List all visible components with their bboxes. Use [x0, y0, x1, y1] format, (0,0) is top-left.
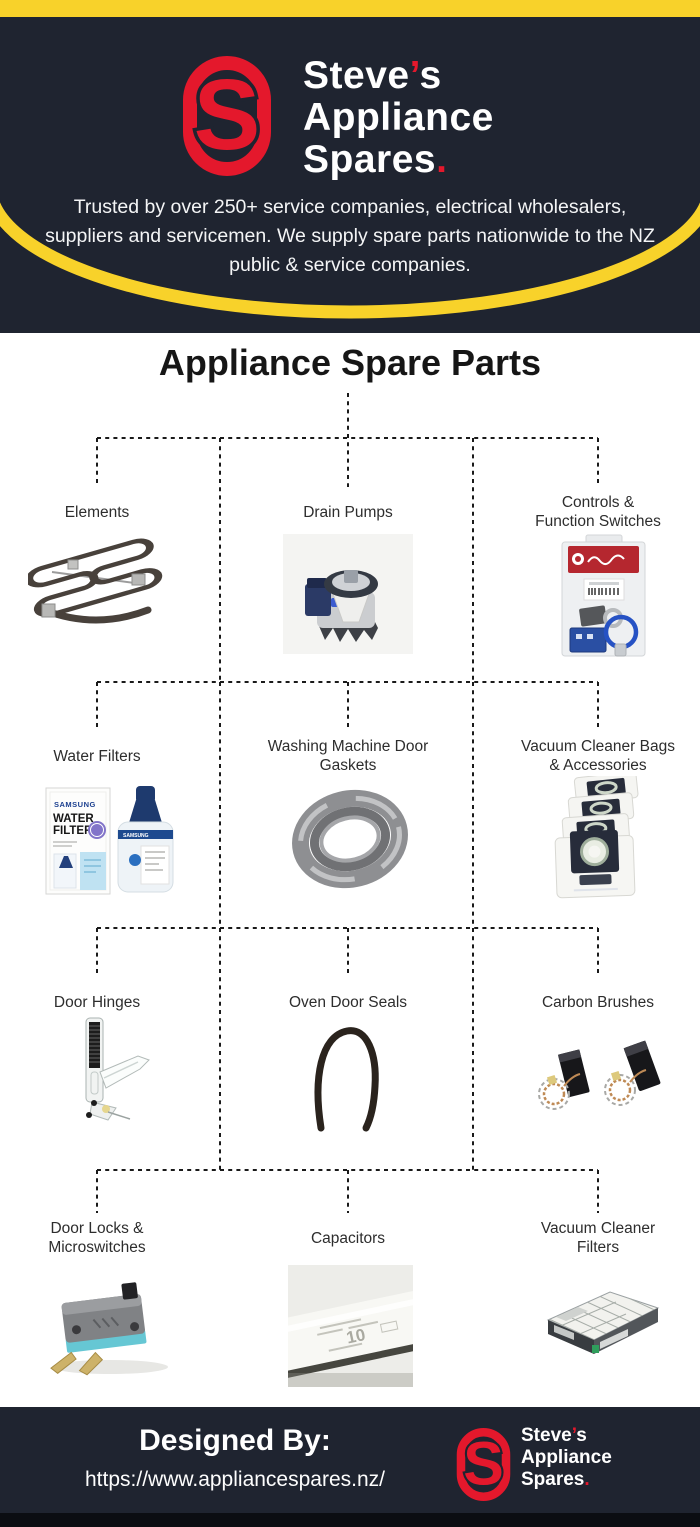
footer-brand-line-3: Spares.	[521, 1469, 590, 1490]
water-filter-icon: SAMSUNG WATER FILTER SAMSUNG	[45, 786, 174, 895]
box-filter-text: FILTER	[53, 825, 93, 837]
header: S Steve’s Appliance Spares. Trusted by o…	[0, 17, 700, 333]
top-yellow-bar	[0, 0, 700, 17]
brand-line-3: Spares.	[303, 138, 448, 181]
footer-logo-letter: S	[463, 1430, 504, 1498]
header-tagline: Trusted by over 250+ service companies, …	[45, 196, 655, 276]
control-switch-pack-icon	[561, 534, 646, 657]
box-brand-text: SAMSUNG	[54, 800, 96, 809]
vacuum-bags-icon	[554, 776, 639, 899]
footer-brand-line-1: Steve’s	[521, 1425, 587, 1446]
drain-pump-icon	[283, 534, 413, 654]
category-label-oven-door-seals: Oven Door Seals	[288, 993, 408, 1011]
capacitor-marking-text: 10	[345, 1325, 367, 1348]
microswitch-icon	[50, 1282, 168, 1376]
category-label-door-gaskets: Washing Machine Door Gaskets	[267, 738, 429, 774]
footer-brand-wordmark: Steve’s Appliance Spares.	[521, 1425, 612, 1491]
footer-brand-line-2: Appliance	[521, 1447, 612, 1468]
door-hinge-icon	[85, 1017, 150, 1121]
footer-steves-logo-icon: S	[456, 1428, 511, 1501]
category-label-capacitors: Capacitors	[310, 1229, 386, 1247]
oven-door-seal-icon	[314, 1027, 379, 1132]
category-label-elements: Elements	[64, 503, 130, 521]
brand-wordmark: Steve’s Appliance Spares.	[303, 55, 494, 181]
logo-letter: S	[194, 59, 261, 171]
category-label-door-hinges: Door Hinges	[53, 993, 141, 1011]
category-label-door-locks: Door Locks & Microswitches	[48, 1220, 146, 1256]
brand-line-2: Appliance	[303, 96, 494, 139]
page-title: Appliance Spare Parts	[158, 342, 542, 383]
cartridge-brand-text: SAMSUNG	[123, 833, 149, 839]
oven-element-icon	[28, 538, 163, 624]
door-gasket-icon	[292, 789, 408, 889]
website-url-link[interactable]: https://www.appliancespares.nz/	[85, 1468, 385, 1491]
vacuum-filter-icon	[546, 1291, 660, 1354]
box-water-text: WATER	[53, 813, 94, 825]
steves-logo-icon: S	[183, 56, 271, 176]
category-label-carbon-brushes: Carbon Brushes	[541, 993, 654, 1011]
carbon-brushes-icon	[538, 1040, 661, 1110]
category-label-vacuum-filters: Vacuum Cleaner Filters	[540, 1220, 656, 1256]
category-label-vacuum-bags: Vacuum Cleaner Bags & Accessories	[521, 738, 675, 774]
capacitor-icon: 10	[288, 1265, 413, 1387]
designed-by-label: Designed By:	[139, 1424, 331, 1457]
category-label-controls: Controls & Function Switches	[535, 494, 661, 530]
footer-bottom-bar	[0, 1513, 700, 1527]
category-label-water-filters: Water Filters	[53, 747, 141, 765]
yellow-swoosh	[0, 202, 700, 319]
brand-line-1: Steve’s	[303, 54, 442, 97]
footer	[0, 1407, 700, 1527]
category-label-drain-pumps: Drain Pumps	[303, 503, 393, 521]
